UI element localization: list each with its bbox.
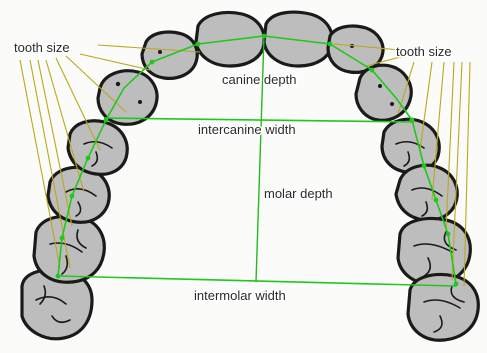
label-molar-depth: molar depth (264, 186, 333, 201)
contact-point (328, 42, 333, 47)
label-intermolar-width: intermolar width (194, 288, 286, 303)
leader-line (80, 54, 150, 70)
contact-point (434, 198, 439, 203)
contact-point (454, 282, 459, 287)
tooth-pit (138, 100, 142, 104)
tooth-canine-right (356, 65, 411, 120)
contact-point (70, 194, 75, 199)
contact-point (446, 232, 451, 237)
tooth-central-incisor-left (196, 13, 264, 67)
tooth-pit (378, 84, 382, 88)
intermolar-width-line (58, 276, 456, 286)
contact-point (86, 156, 91, 161)
contact-point (410, 118, 415, 123)
tooth-pit (390, 102, 394, 106)
label-canine-depth: canine depth (222, 72, 296, 87)
contact-point (196, 42, 201, 47)
label-tooth-size-right: tooth size (396, 44, 452, 59)
tooth-central-incisor-right (264, 12, 332, 66)
contact-point (56, 274, 61, 279)
tooth-canine-left (98, 71, 157, 125)
label-tooth-size-left: tooth size (14, 40, 70, 55)
contact-point (104, 118, 109, 123)
tooth-pit (158, 50, 162, 54)
tooth-pit (116, 82, 120, 86)
teeth-right (264, 12, 478, 340)
contact-point (370, 68, 375, 73)
contact-point (262, 34, 267, 39)
tooth-molar-left-1 (34, 216, 104, 282)
contact-point (60, 236, 65, 241)
contact-point (422, 164, 427, 169)
contact-point (150, 60, 155, 65)
label-intercanine-width: intercanine width (198, 122, 296, 137)
